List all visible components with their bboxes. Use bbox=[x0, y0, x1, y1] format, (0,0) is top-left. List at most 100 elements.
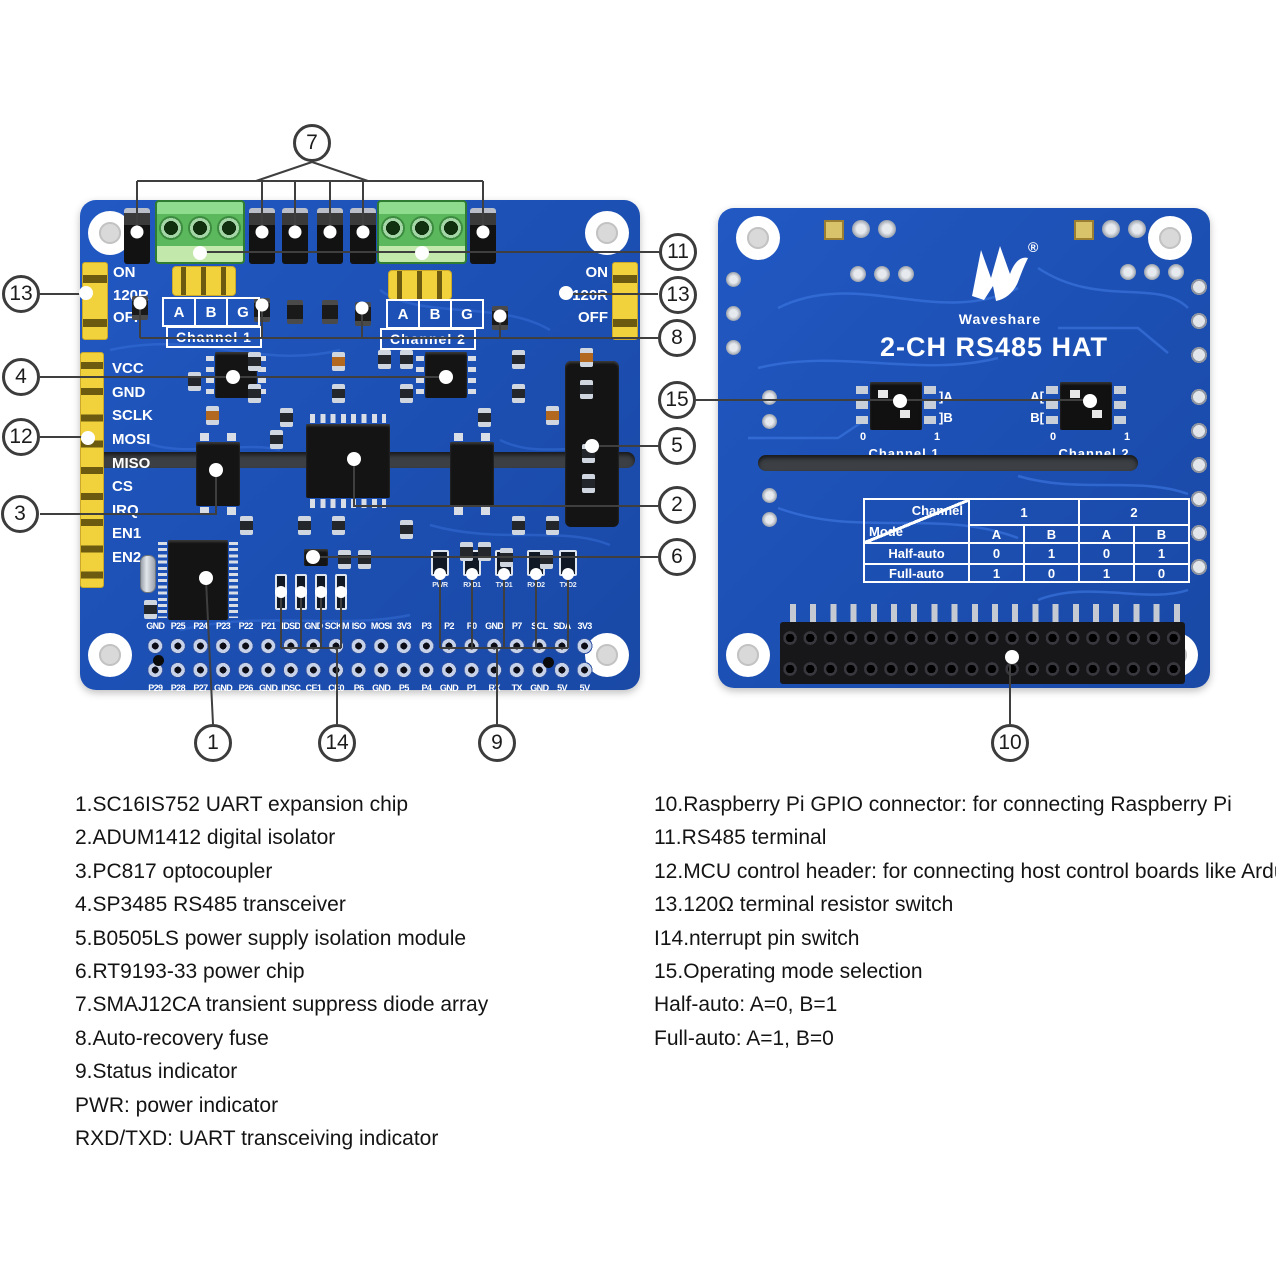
mounting-hole bbox=[1148, 216, 1192, 260]
mcu-pin-label: EN1 bbox=[112, 525, 142, 543]
switch-pads bbox=[1046, 386, 1058, 430]
gpio-pin-label: IDSC bbox=[281, 683, 301, 693]
interrupt-jumper-pad bbox=[315, 574, 327, 610]
mode-table-value: 1 bbox=[1078, 563, 1135, 583]
tvs-diode bbox=[470, 208, 496, 264]
terminal-hole bbox=[159, 216, 184, 240]
solder-pad bbox=[898, 266, 914, 282]
switch1-one: 1 bbox=[934, 431, 941, 443]
brand-name: Waveshare bbox=[958, 311, 1042, 327]
gpio-pin-label: GND bbox=[485, 621, 504, 631]
callout-8: 8 bbox=[658, 319, 696, 357]
gpio-pin-label: ISO bbox=[351, 621, 366, 631]
gpio-pin-label: P6 bbox=[353, 683, 364, 693]
crystal-oscillator bbox=[140, 555, 156, 593]
smd-component bbox=[188, 372, 201, 391]
legend-item: 15.Operating mode selection bbox=[654, 960, 923, 984]
legend-item: 1.SC16IS752 UART expansion chip bbox=[75, 793, 409, 816]
solder-pad bbox=[762, 512, 777, 527]
smd-component bbox=[400, 384, 413, 403]
smd-component bbox=[546, 406, 559, 425]
solder-pad bbox=[762, 390, 777, 405]
smd-component bbox=[338, 550, 351, 569]
smd-component bbox=[206, 406, 219, 425]
smd-component bbox=[478, 408, 491, 427]
gpio-pin-label: CE0 bbox=[328, 683, 344, 693]
mcu-pin-label: IRQ bbox=[112, 501, 139, 519]
solder-pad bbox=[762, 414, 777, 429]
gpio-pin-label: P3 bbox=[421, 621, 432, 631]
solder-pad bbox=[874, 266, 890, 282]
jumper-strip bbox=[388, 270, 452, 300]
status-led-label: TXD2 bbox=[559, 582, 577, 589]
smd-component bbox=[512, 384, 525, 403]
gpio-pin-label: P1 bbox=[466, 683, 477, 693]
mode-table-mode-header: Mode bbox=[869, 524, 903, 539]
gpio-pin-label: RX bbox=[488, 683, 501, 693]
auto-recovery-fuse bbox=[132, 296, 148, 320]
channel-2-label: Channel 2 bbox=[380, 328, 476, 350]
terminal-resistor-jumper-left bbox=[82, 262, 108, 340]
gpio-pin-label: P7 bbox=[511, 621, 522, 631]
adum1412-chip bbox=[306, 414, 390, 508]
switch-pads bbox=[924, 386, 936, 430]
smd-component bbox=[332, 384, 345, 403]
interrupt-jumper-pad bbox=[295, 574, 307, 610]
callout-4: 4 bbox=[2, 358, 40, 396]
smd-component bbox=[298, 516, 311, 535]
mcu-pin-label: VCC bbox=[112, 360, 144, 377]
switch2-b-label: B[ bbox=[1030, 410, 1044, 425]
rs485-terminal-ch2 bbox=[377, 200, 467, 264]
gpio-pin-label: P5 bbox=[398, 683, 409, 693]
spacer-dot bbox=[543, 657, 554, 668]
status-led-label: RXD2 bbox=[527, 582, 545, 589]
mode-table-ch1: 1 bbox=[968, 498, 1080, 526]
gpio-pin-label: GND bbox=[259, 683, 278, 693]
pcb-groove bbox=[758, 455, 1138, 471]
smd-component bbox=[582, 474, 595, 493]
smd-component bbox=[546, 516, 559, 535]
terminal-pin-label: B bbox=[418, 299, 452, 329]
mcu-pin-label: SCLK bbox=[112, 407, 153, 425]
mounting-hole bbox=[736, 216, 780, 260]
legend-item: 11.RS485 terminal bbox=[654, 826, 827, 850]
solder-pad bbox=[824, 220, 844, 240]
legend-item: 5.B0505LS power supply isolation module bbox=[75, 926, 467, 950]
gpio-pin-label: 5V bbox=[579, 683, 590, 693]
mode-table-value: 1 bbox=[1023, 542, 1080, 565]
solder-pad bbox=[852, 220, 870, 238]
solder-pad bbox=[726, 272, 741, 287]
mode-table-full-label: Full-auto bbox=[863, 563, 970, 583]
raspberry-pi-gpio-connector bbox=[780, 622, 1185, 684]
solder-pad bbox=[762, 488, 777, 503]
mcu-pin-label: MISO bbox=[112, 454, 151, 472]
terminal-pin-label: G bbox=[226, 297, 260, 327]
gpio-pin-label: P22 bbox=[238, 621, 254, 631]
gpio-pin-label: SCKM bbox=[324, 621, 350, 631]
mode-table-ch2: 2 bbox=[1078, 498, 1190, 526]
tvs-diode bbox=[317, 208, 343, 264]
solder-pad bbox=[1128, 220, 1146, 238]
mcu-pin-label: CS bbox=[112, 478, 133, 496]
mode-switch-ch2 bbox=[1060, 382, 1112, 430]
gpio-pin-label: P0 bbox=[466, 621, 477, 631]
callout-11: 11 bbox=[659, 233, 697, 271]
gpio-connector-pins bbox=[784, 604, 1181, 624]
status-led-label: TXD1 bbox=[495, 582, 513, 589]
solder-pad bbox=[1168, 264, 1184, 280]
smd-component bbox=[240, 516, 253, 535]
switch2-a-label: A[ bbox=[1030, 389, 1044, 404]
interrupt-jumper-pad bbox=[335, 574, 347, 610]
smd-component bbox=[378, 350, 391, 369]
legend-item: 4.SP3485 RS485 transceiver bbox=[75, 893, 346, 917]
smd-component bbox=[280, 408, 293, 427]
callout-10: 10 bbox=[991, 724, 1029, 762]
legend-item: 8.Auto-recovery fuse bbox=[75, 1026, 269, 1050]
legend-item: RXD/TXD: UART transceiving indicator bbox=[75, 1127, 439, 1151]
gpio-pin-label: TX bbox=[511, 683, 523, 693]
mode-table-ab: A bbox=[1078, 524, 1135, 544]
